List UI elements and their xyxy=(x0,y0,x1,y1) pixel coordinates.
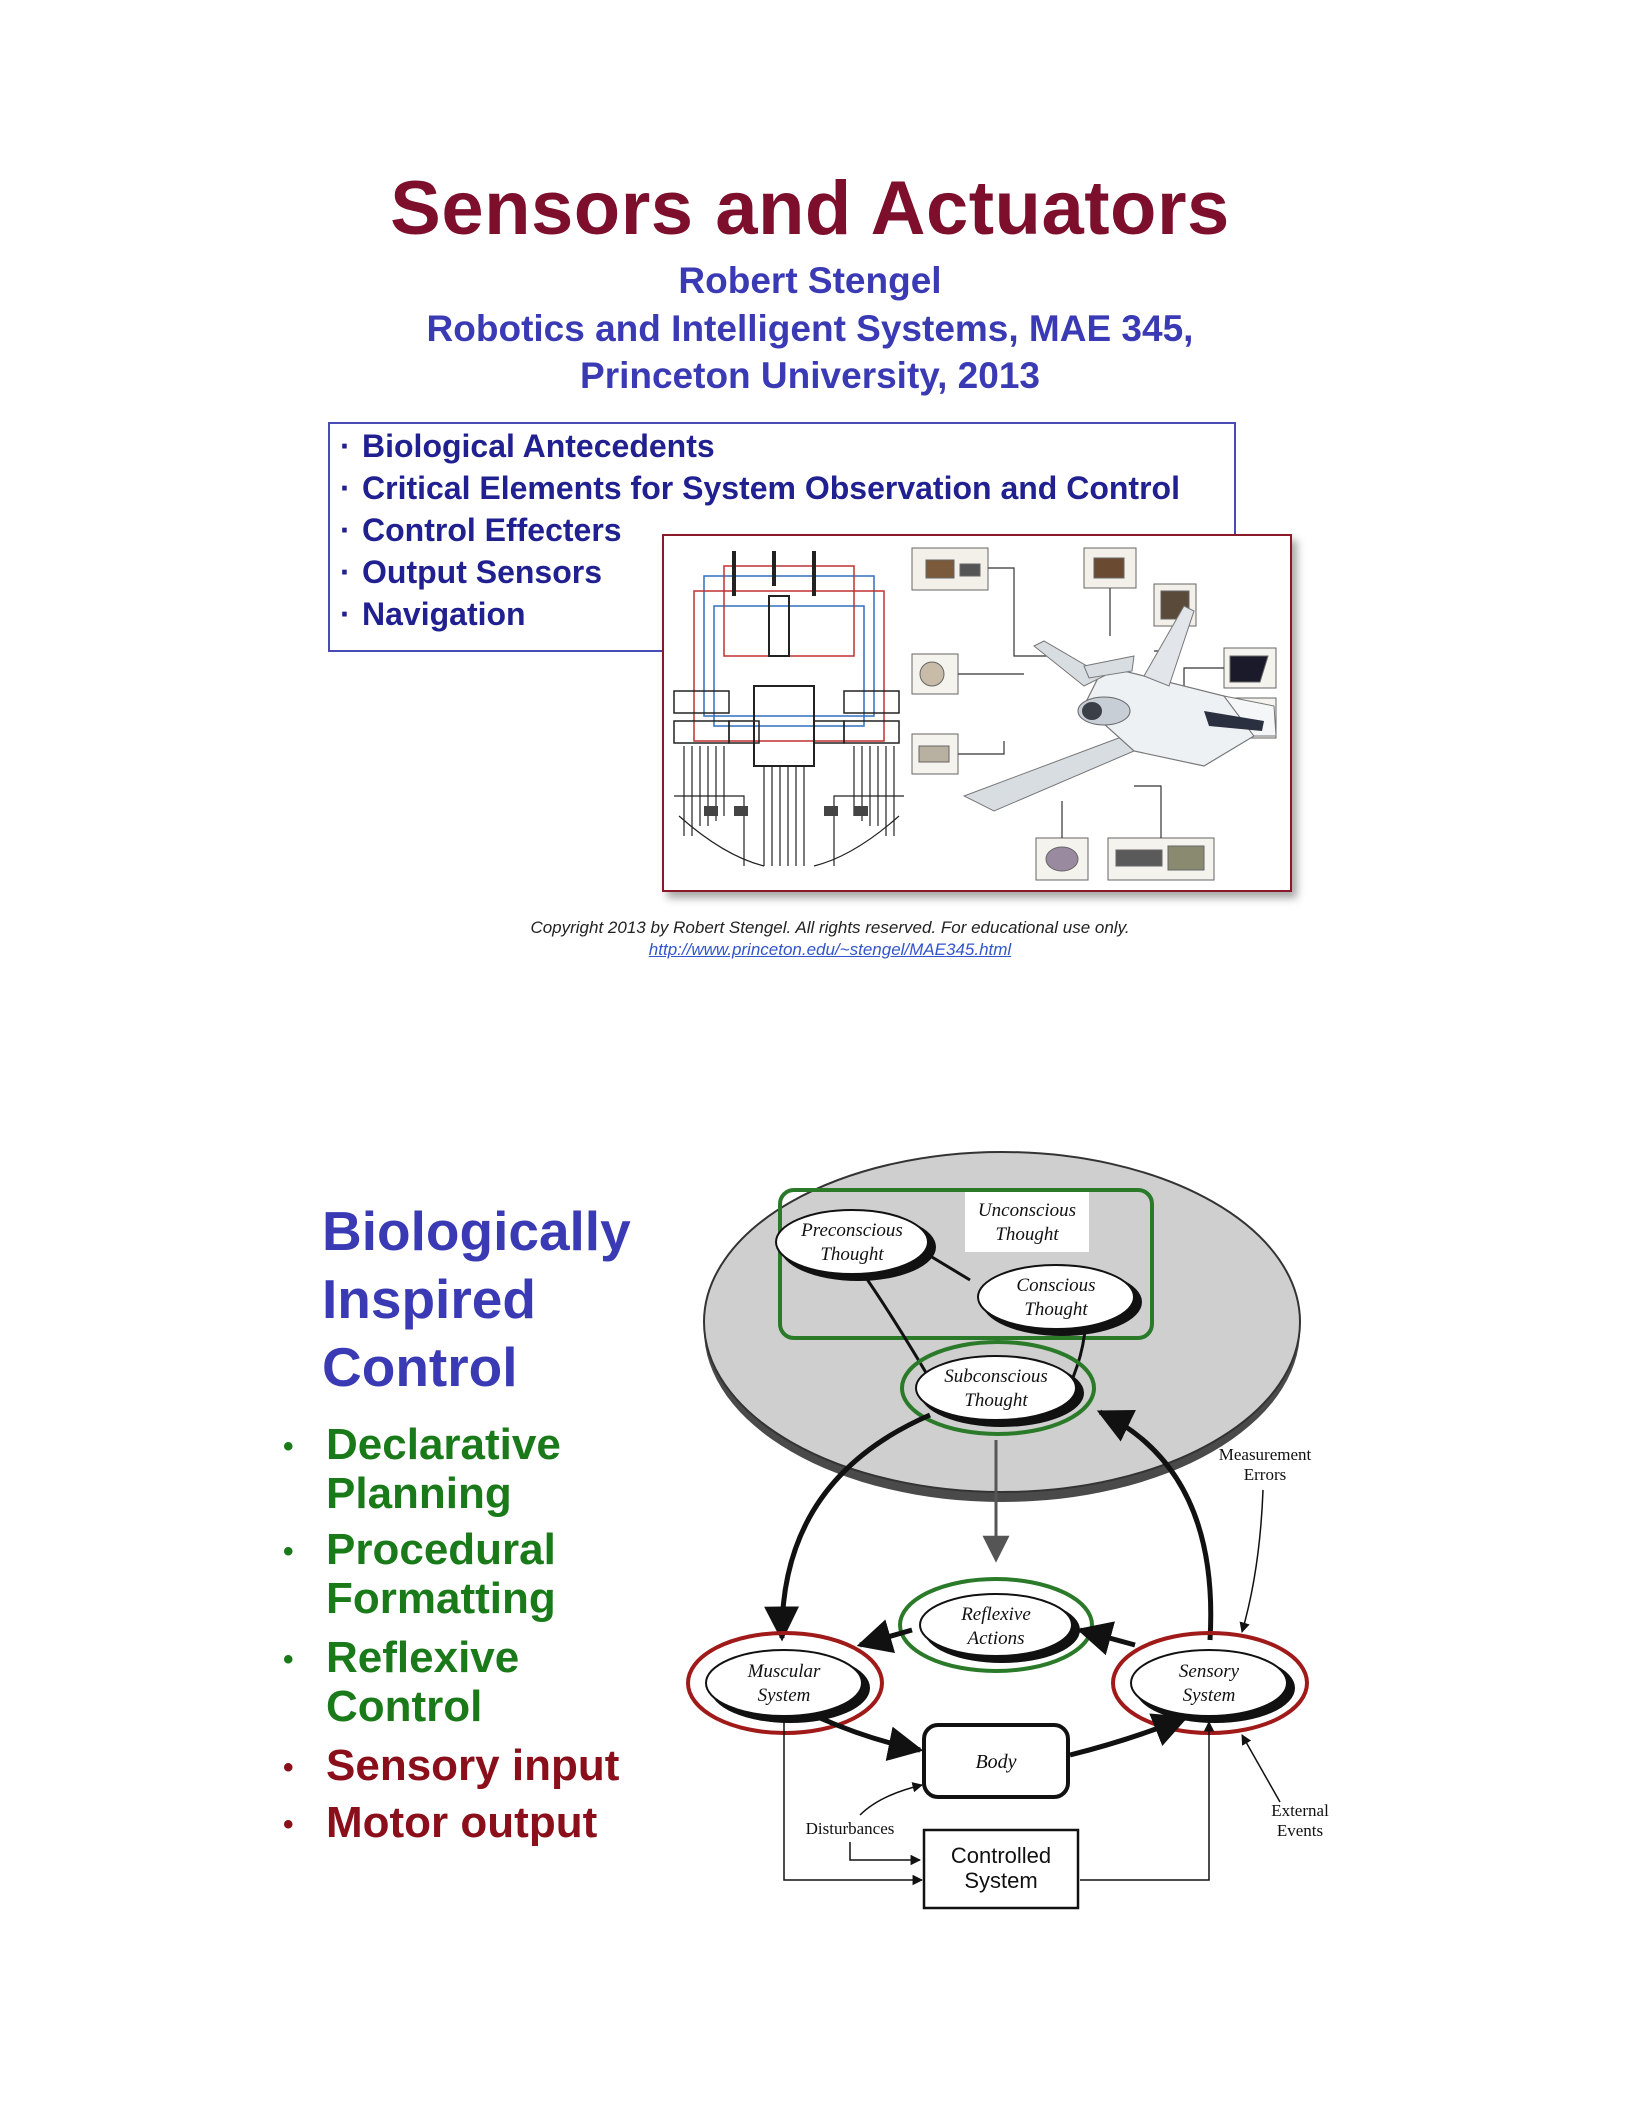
topic-item: ·Navigation xyxy=(340,596,526,632)
bullet-dot: • xyxy=(283,1535,294,1568)
measurement-errors-label: Measurement xyxy=(1219,1445,1312,1464)
controlled-system-label: Controlled xyxy=(951,1843,1051,1868)
author-name: Robert Stengel xyxy=(678,260,942,301)
muscular-label: Muscular xyxy=(747,1661,821,1682)
biological-control-diagram: Unconscious Thought Preconscious Thought… xyxy=(686,1151,1329,1910)
preconscious-node xyxy=(775,1209,929,1275)
reflexive-label: Reflexive xyxy=(960,1604,1031,1625)
disturbances-label: Disturbances xyxy=(806,1819,895,1838)
topic-label: Biological Antecedents xyxy=(362,428,715,464)
muscle-to-plant-line xyxy=(783,1718,924,1886)
slide-title: Sensors and Actuators xyxy=(390,166,1230,251)
body-label: Body xyxy=(975,1751,1016,1773)
conscious-label: Thought xyxy=(1024,1299,1088,1320)
motor-command-arrow xyxy=(764,1412,931,1642)
course-line: Robotics and Intelligent Systems, MAE 34… xyxy=(426,308,1194,349)
muscular-label: System xyxy=(758,1685,811,1706)
bullet-text: Declarative xyxy=(326,1420,561,1469)
hydraulic-schematic xyxy=(673,551,904,867)
sensor-to-reflex-arrow xyxy=(1076,1621,1136,1656)
topic-item: ·Critical Elements for System Observatio… xyxy=(340,470,1180,506)
measurement-errors-arrow xyxy=(1239,1489,1264,1634)
bullet-dot: • xyxy=(283,1751,294,1784)
slide2-title-line: Inspired xyxy=(322,1268,536,1330)
university-line: Princeton University, 2013 xyxy=(580,355,1040,396)
sensory-node xyxy=(1130,1649,1288,1717)
sensory-feedback-arrow xyxy=(1096,1409,1214,1641)
conscious-region-box xyxy=(778,1188,1154,1340)
sensory-label: System xyxy=(1183,1685,1236,1706)
muscular-ring xyxy=(686,1631,884,1735)
reflex-to-muscle-arrow xyxy=(856,1619,913,1654)
topic-label: Critical Elements for System Observation… xyxy=(362,470,1180,506)
course-url-link[interactable]: http://www.princeton.edu/~stengel/MAE345… xyxy=(648,940,1012,959)
unconscious-label: Unconscious xyxy=(978,1200,1076,1221)
topic-label: Control Effecters xyxy=(362,512,622,548)
reflexive-node xyxy=(919,1593,1073,1657)
bullet-text: Planning xyxy=(326,1469,512,1518)
topic-label: Output Sensors xyxy=(362,554,603,590)
unconscious-label-box xyxy=(965,1192,1089,1252)
reflexive-label: Actions xyxy=(966,1628,1025,1649)
bullet-text: Sensory input xyxy=(326,1741,620,1790)
preconscious-label: Thought xyxy=(820,1244,884,1265)
external-events-arrow xyxy=(1241,1734,1281,1803)
disturbance-to-plant-arrow xyxy=(849,1842,922,1866)
topic-item: ·Biological Antecedents xyxy=(340,428,715,464)
plant-to-sensor-line xyxy=(1080,1720,1215,1881)
disturbance-to-body-arrow xyxy=(859,1782,924,1816)
slide2-title-line: Control xyxy=(322,1336,518,1398)
external-events-label: External xyxy=(1271,1801,1329,1820)
bullet-text: Formatting xyxy=(326,1574,556,1623)
topic-item: ·Control Effecters xyxy=(340,512,622,548)
sensory-ring xyxy=(1111,1631,1309,1735)
conscious-label: Conscious xyxy=(1016,1275,1095,1296)
controlled-system-node xyxy=(922,1828,1080,1910)
bullet-dot: • xyxy=(283,1430,294,1463)
measurement-errors-label: Errors xyxy=(1244,1465,1286,1484)
aircraft-actuator-illustration xyxy=(673,547,1277,881)
bullet-text: Control xyxy=(326,1682,483,1731)
subconscious-label: Subconscious xyxy=(944,1366,1047,1387)
bullet-text: Procedural xyxy=(326,1525,556,1574)
aircraft-actuator-figure xyxy=(662,534,1292,892)
slide2-title-line: Biologically xyxy=(322,1200,631,1262)
preconscious-label: Preconscious xyxy=(800,1220,903,1241)
copyright-notice: Copyright 2013 by Robert Stengel. All ri… xyxy=(530,918,1130,937)
subconscious-ring xyxy=(900,1340,1096,1436)
conscious-node xyxy=(977,1264,1135,1330)
topic-label: Navigation xyxy=(362,596,526,632)
subconscious-label: Thought xyxy=(964,1390,1028,1411)
muscle-to-body-arrow xyxy=(818,1715,924,1761)
controlled-system-label: System xyxy=(964,1868,1037,1893)
subconscious-node xyxy=(915,1355,1077,1421)
sensory-label: Sensory xyxy=(1179,1661,1240,1682)
bullet-text: Motor output xyxy=(326,1798,598,1847)
unconscious-label: Thought xyxy=(995,1224,1059,1245)
bullet-text: Reflexive xyxy=(326,1633,520,1682)
external-events-label: Events xyxy=(1277,1821,1323,1840)
body-node xyxy=(922,1723,1070,1799)
body-to-sensor-arrow xyxy=(1069,1713,1189,1758)
topic-item: ·Output Sensors xyxy=(340,554,603,590)
bullet-dot: • xyxy=(283,1643,294,1676)
bullet-dot: • xyxy=(283,1808,294,1841)
jet-aircraft xyxy=(962,605,1277,812)
muscular-node xyxy=(705,1649,863,1717)
